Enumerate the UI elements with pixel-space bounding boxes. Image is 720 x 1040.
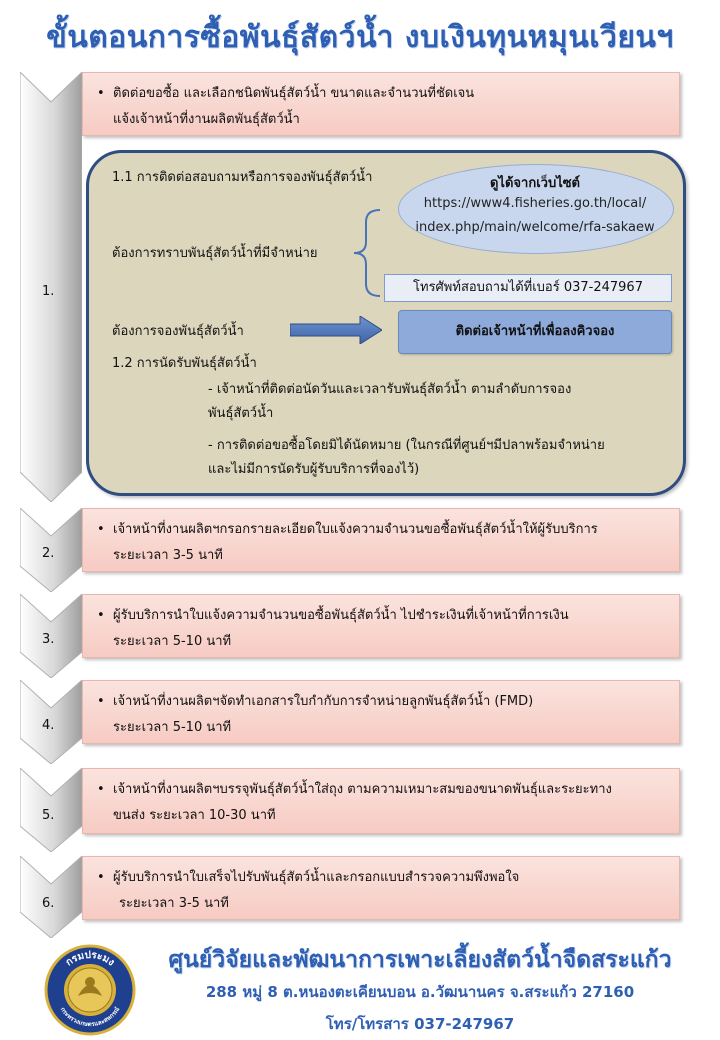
step-3-line1: ผู้รับบริการนำใบแจ้งความจำนวนขอซื้อพันธุ… (113, 608, 569, 623)
website-url-line1[interactable]: https://www4.fisheries.go.th/local/ (423, 196, 647, 211)
step-5-chevron (20, 768, 82, 852)
bullet: • (97, 694, 105, 709)
page-title: ขั้นตอนการซื้อพันธุ์สัตว์น้ำ งบเงินทุนหม… (46, 20, 674, 55)
website-oval (398, 164, 674, 254)
bullet: • (97, 782, 105, 797)
bullet: • (97, 522, 105, 537)
bullet: • (97, 608, 105, 623)
step-1-panel: • ติดต่อขอซื้อ และเลือกชนิดพันธุ์สัตว์น้… (82, 72, 680, 136)
svg-text:กรมประมง: กรมประมง (64, 949, 116, 969)
bullet: • (97, 86, 105, 101)
step-4-number: 4. (42, 718, 55, 733)
center-address: 288 หมู่ 8 ต.หนองตะเคียนบอน อ.วัฒนานคร จ… (205, 983, 635, 1001)
step-2-panel: • เจ้าหน้าที่งานผลิตฯกรอกรายละเอียดใบแจ้… (82, 508, 680, 572)
heading-1-1: 1.1 การติดต่อสอบถามหรือการจองพันธุ์สัตว์… (112, 170, 373, 185)
website-url-line2[interactable]: index.php/main/welcome/rfa-sakaew (415, 220, 655, 235)
step-3-number: 3. (42, 632, 55, 647)
bullet: • (97, 870, 105, 885)
step-3-chevron (20, 594, 82, 678)
step-5-line2: ขนส่ง ระยะเวลา 10-30 นาที (113, 808, 276, 823)
step-6-line1: ผู้รับบริการนำใบเสร็จไปรับพันธุ์สัตว์น้ำ… (113, 870, 520, 885)
step-2-chevron (20, 508, 82, 592)
curly-brace (344, 208, 384, 298)
step-1-chevron (20, 72, 82, 502)
logo-text-top: กรมประมง (64, 949, 116, 969)
step-6-chevron (20, 856, 82, 938)
want-reserve-label: ต้องการจองพันธุ์สัตว์น้ำ (112, 324, 244, 339)
step-2-line1: เจ้าหน้าที่งานผลิตฯกรอกรายละเอียดใบแจ้งค… (113, 522, 598, 537)
step-2-line2: ระยะเวลา 3-5 นาที (113, 548, 223, 563)
step-1-line2: แจ้งเจ้าหน้าที่งานผลิตพันธุ์สัตว์น้ำ (113, 112, 300, 127)
item-b-line2: และไม่มีการนัดรับผู้รับบริการที่จองไว้) (208, 462, 420, 477)
step-6-line2: ระยะเวลา 3-5 นาที (119, 896, 229, 911)
step-5-panel: • เจ้าหน้าที่งานผลิตฯบรรจุพันธุ์สัตว์น้ำ… (82, 768, 680, 834)
phone-inquiry-box: โทรศัพท์สอบถามได้ที่เบอร์ 037-247967 (384, 274, 672, 302)
center-name: ศูนย์วิจัยและพัฒนาการเพาะเลี้ยงสัตว์น้ำจ… (168, 947, 672, 973)
center-phone: โทร/โทรสาร 037-247967 (325, 1015, 515, 1033)
step-4-line2: ระยะเวลา 5-10 นาที (113, 720, 232, 735)
contact-staff-button[interactable]: ติดต่อเจ้าหน้าที่เพื่อลงคิวจอง (398, 310, 672, 354)
step-5-line1: เจ้าหน้าที่งานผลิตฯบรรจุพันธุ์สัตว์น้ำใส… (113, 782, 612, 797)
step-5-number: 5. (42, 808, 55, 823)
item-a-line2: พันธุ์สัตว์น้ำ (208, 406, 274, 421)
step-4-line1: เจ้าหน้าที่งานผลิตฯจัดทำเอกสารใบกำกับการ… (113, 694, 534, 709)
step-3-panel: • ผู้รับบริการนำใบแจ้งความจำนวนขอซื้อพัน… (82, 594, 680, 658)
step-1-line1: ติดต่อขอซื้อ และเลือกชนิดพันธุ์สัตว์น้ำ … (113, 86, 475, 101)
website-title: ดูได้จากเว็บไซต์ (489, 176, 580, 191)
department-of-fisheries-logo: กรมประมง กระทรวงเกษตรและสหกรณ์ (44, 944, 136, 1036)
step-6-panel: • ผู้รับบริการนำใบเสร็จไปรับพันธุ์สัตว์น… (82, 856, 680, 920)
right-arrow-icon (289, 315, 383, 345)
step-3-line2: ระยะเวลา 5-10 นาที (113, 634, 232, 649)
step-1-number: 1. (42, 284, 55, 299)
step-6-number: 6. (42, 896, 55, 911)
step-4-chevron (20, 680, 82, 764)
heading-1-2: 1.2 การนัดรับพันธุ์สัตว์น้ำ (112, 356, 257, 371)
step-2-number: 2. (42, 546, 55, 561)
item-b-line1: - การติดต่อขอซื้อโดยมิได้นัดหมาย (ในกรณี… (208, 438, 605, 453)
step-4-panel: • เจ้าหน้าที่งานผลิตฯจัดทำเอกสารใบกำกับก… (82, 680, 680, 744)
want-available-label: ต้องการทราบพันธุ์สัตว์น้ำที่มีจำหน่าย (112, 246, 318, 261)
item-a-line1: - เจ้าหน้าที่ติดต่อนัดวันและเวลารับพันธุ… (208, 382, 572, 397)
